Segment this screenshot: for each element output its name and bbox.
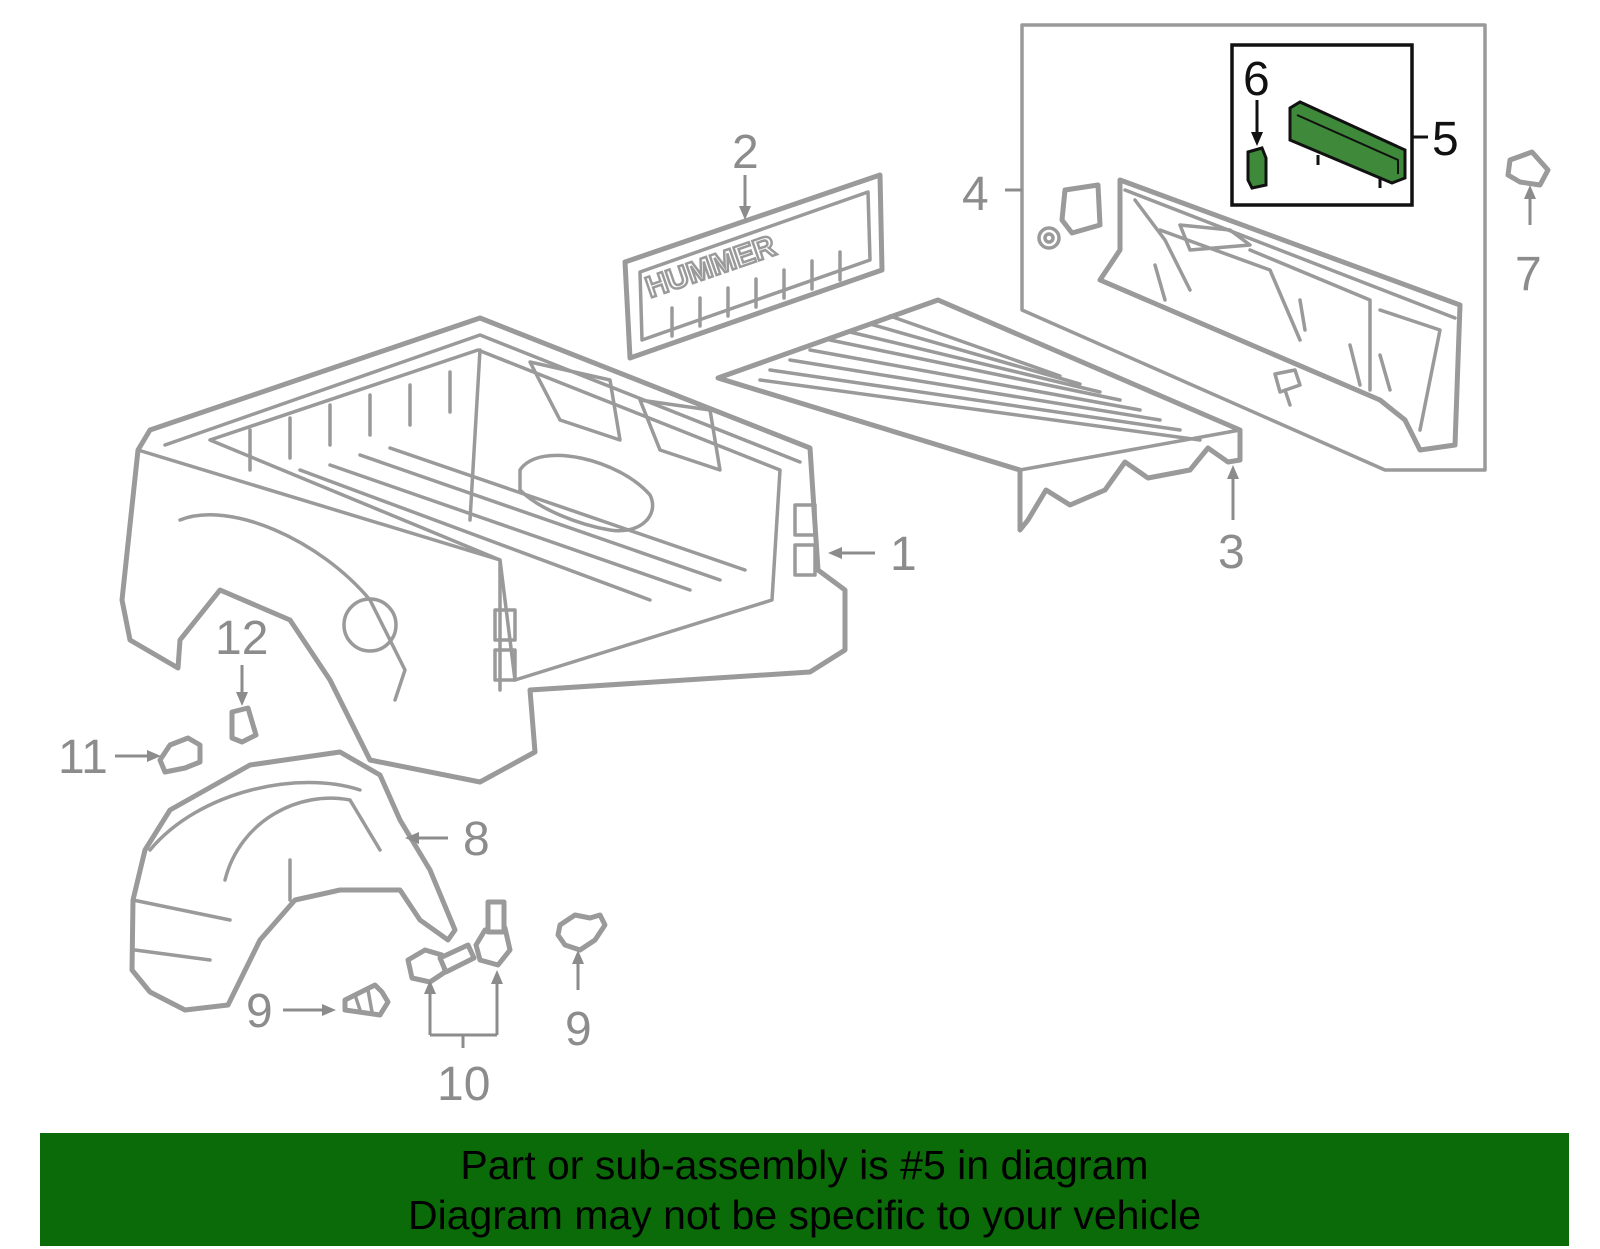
callout-9-left: 9 xyxy=(246,985,273,1038)
parts-diagram: HUMMER xyxy=(58,23,1551,1111)
callout-8: 8 xyxy=(463,813,490,866)
part-3-bed-floor[interactable] xyxy=(715,297,1243,533)
part-4-tailgate-assembly[interactable] xyxy=(1020,23,1487,472)
part-10-bolts[interactable] xyxy=(405,899,513,985)
callout-11: 11 xyxy=(58,731,108,784)
part-11-bracket[interactable] xyxy=(157,735,203,775)
banner-line-2: Diagram may not be specific to your vehi… xyxy=(407,1191,1201,1238)
callout-3: 3 xyxy=(1218,526,1245,579)
part-7-bumper[interactable] xyxy=(1505,149,1551,188)
part-5-tailgate-cap[interactable] xyxy=(1288,100,1407,188)
highlight-box-5-6 xyxy=(1230,43,1414,207)
info-banner: Part or sub-assembly is #5 in diagram Di… xyxy=(40,1133,1569,1246)
callout-7: 7 xyxy=(1515,248,1542,301)
callout-6: 6 xyxy=(1243,53,1270,106)
part-2-tailgate-panel[interactable]: HUMMER xyxy=(622,172,885,361)
part-1-pickup-box[interactable] xyxy=(119,315,848,785)
callout-4: 4 xyxy=(962,168,989,221)
part-9-push-retainer-right[interactable] xyxy=(555,912,608,953)
callout-1: 1 xyxy=(890,528,917,581)
callout-10: 10 xyxy=(437,1058,490,1111)
banner-line-1: Part or sub-assembly is #5 in diagram xyxy=(460,1141,1149,1188)
leader-arrowheads xyxy=(147,132,1536,1016)
callout-12: 12 xyxy=(215,612,268,665)
callout-9-right: 9 xyxy=(565,1003,592,1056)
callout-5: 5 xyxy=(1432,113,1459,166)
callout-labels: 1 2 3 4 5 6 7 8 9 9 10 11 12 xyxy=(58,53,1542,1111)
part-8-wheelhouse-liner[interactable] xyxy=(129,749,458,1013)
part-9-push-retainer-left[interactable] xyxy=(342,982,391,1018)
callout-2: 2 xyxy=(732,126,759,179)
part-6-clip[interactable] xyxy=(1246,146,1268,190)
part-12-insert[interactable] xyxy=(229,705,259,745)
